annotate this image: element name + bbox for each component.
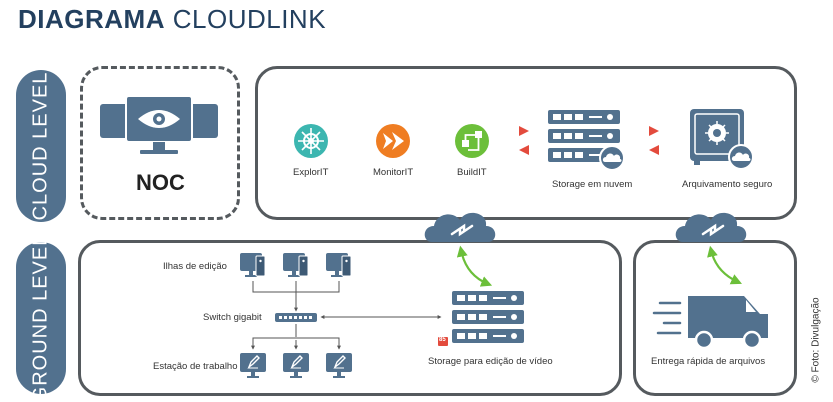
buildit-icon — [455, 124, 489, 158]
sync-arrows-left — [519, 126, 529, 155]
title-bold: DIAGRAMA — [18, 4, 165, 34]
photo-credit: © Foto: Divulgação — [810, 297, 822, 383]
explorit-label: ExplorIT — [293, 167, 329, 178]
diagram-title: DIAGRAMA CLOUDLINK — [18, 4, 326, 35]
network-lines — [251, 281, 442, 350]
sync-arrows-right — [649, 126, 659, 155]
monitorit-icon — [376, 124, 410, 158]
delivery-van-icon — [652, 296, 768, 350]
cloud-storage-label: Storage em nuvem — [552, 179, 633, 190]
editing-islands-label: Ilhas de edição — [163, 261, 227, 272]
archive-label: Arquivamento seguro — [682, 179, 773, 190]
workstation-label: Estação de trabalho — [153, 361, 238, 372]
link-arrow-storage — [456, 245, 493, 287]
cloud-storage-icon — [547, 109, 625, 171]
title-light: CLOUDLINK — [172, 4, 327, 34]
switch-label: Switch gigabit — [203, 312, 262, 323]
monitors-eye-icon — [100, 95, 218, 154]
explorit-icon — [294, 124, 328, 158]
editing-island-pcs — [239, 252, 352, 278]
switch-icon — [275, 313, 317, 322]
ground-level-pill — [16, 242, 66, 394]
link-arrow-delivery — [707, 245, 743, 285]
monitorit-label: MonitorIT — [373, 167, 414, 178]
secure-safe-icon — [690, 109, 754, 170]
video-storage-badge: 85 — [439, 337, 446, 343]
delivery-label: Entrega rápida de arquivos — [651, 356, 766, 367]
video-storage-label: Storage para edição de vídeo — [428, 356, 553, 367]
cloud-link-icon-main — [423, 211, 497, 244]
workstation-pcs — [239, 352, 353, 379]
buildit-label: BuildIT — [457, 167, 487, 178]
noc-label: NOC — [136, 170, 185, 195]
cloud-level-pill — [16, 70, 66, 222]
cloud-link-icon-delivery — [674, 211, 748, 244]
video-storage-icon — [438, 290, 525, 346]
